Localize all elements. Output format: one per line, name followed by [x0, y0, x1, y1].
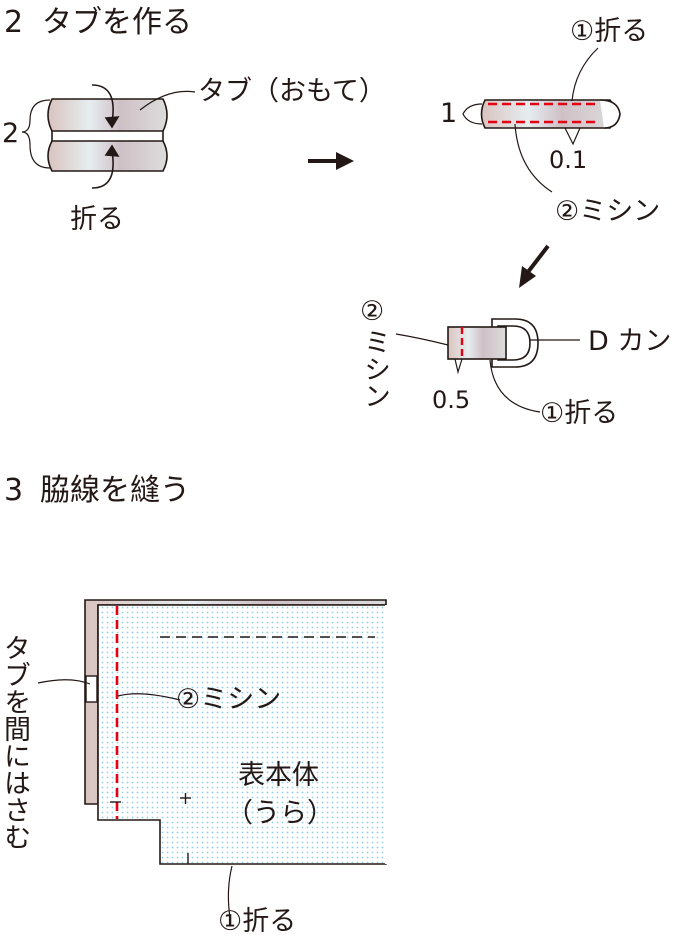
circle2-label: ② — [360, 296, 385, 327]
fold1-label: ①折る — [570, 16, 649, 47]
step3-title: 脇線を縫う — [40, 473, 190, 508]
d-ring-label: D カン — [588, 326, 672, 357]
sew2-body-label: ②ミシン — [176, 684, 282, 715]
body-fabric-figure — [37, 599, 387, 919]
fold-label: 折る — [70, 204, 124, 235]
d-ring-figure — [395, 318, 580, 413]
dim-1-label: 1 — [440, 98, 458, 129]
fold1-body-label: ①折る — [218, 906, 297, 937]
tab-label: タブ（おもて） — [198, 76, 386, 107]
sew2-label: ②ミシン — [555, 196, 661, 227]
tab-fabric-figure — [21, 84, 196, 189]
step2-number: 2 — [4, 5, 24, 40]
folded-strip-figure — [462, 47, 621, 193]
arrow-down-left-icon — [519, 244, 550, 288]
dim-2-label: 2 — [2, 118, 20, 149]
fold1b-label: ①折る — [540, 398, 619, 429]
dim-01-label: 0.1 — [549, 146, 588, 174]
sew-vertical-label: ミシン — [359, 328, 390, 409]
step2-title: タブを作る — [42, 5, 192, 40]
tab-vertical-label: タブを間にはさむ — [0, 634, 30, 850]
step3-number: 3 — [4, 473, 24, 508]
body-label-line1: 表本体 — [238, 760, 319, 791]
arrow-right-icon — [308, 152, 354, 170]
body-label-line2: （うら） — [226, 798, 334, 829]
dim-05-label: 0.5 — [432, 386, 471, 414]
